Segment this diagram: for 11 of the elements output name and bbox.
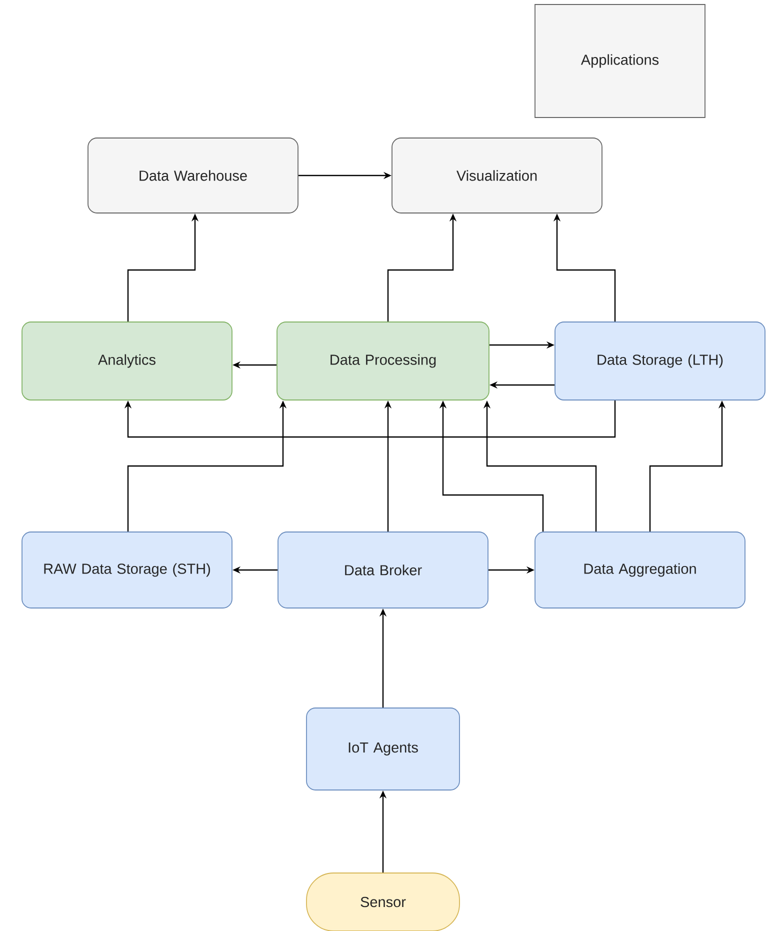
process-box: RAW Data Storage (STH): [22, 532, 232, 608]
process-box: Data Warehouse: [88, 138, 298, 214]
process-box: IoT Agents: [306, 708, 460, 790]
app-box: Applications: [534, 4, 706, 118]
process-box: Analytics: [22, 322, 232, 400]
process-box: Data Processing: [276, 322, 490, 400]
process-box: Data Broker: [278, 532, 488, 608]
process-box: Visualization: [392, 138, 602, 214]
arrow: [124, 400, 616, 438]
process-box: Data Aggregation: [534, 532, 746, 608]
process-box: Data Storage (LTH): [554, 322, 766, 400]
